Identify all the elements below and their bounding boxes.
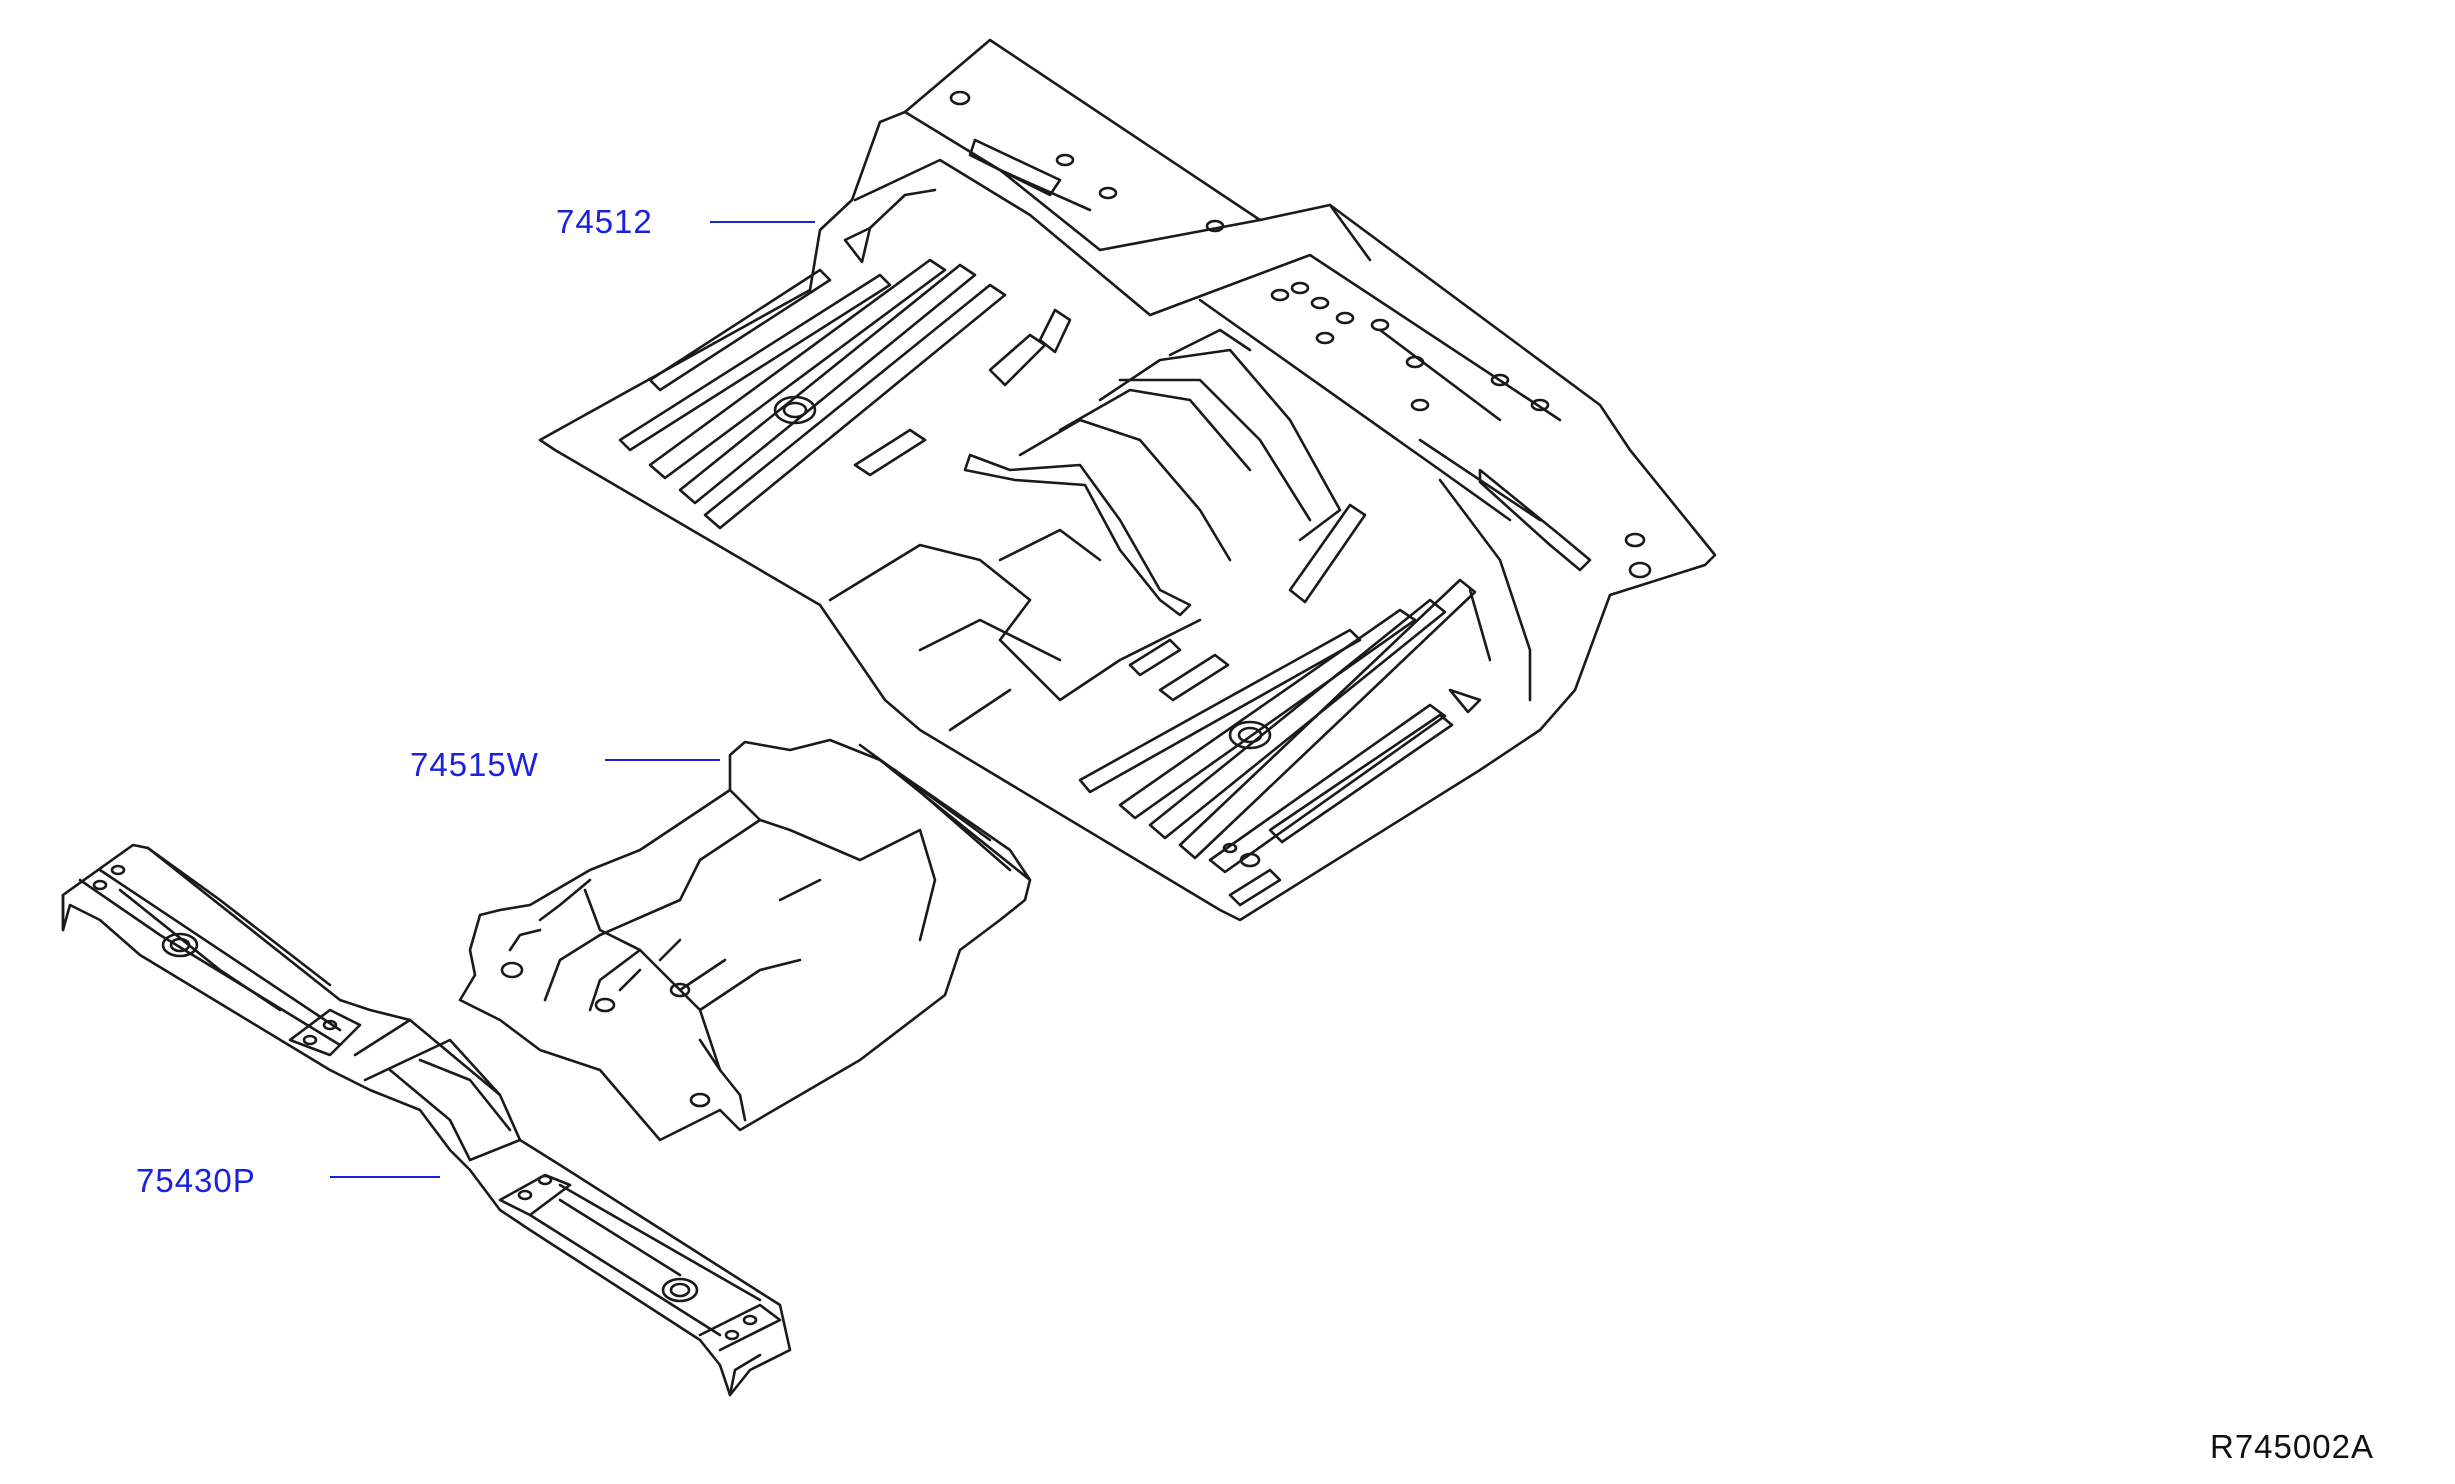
part-number-label-75430p[interactable]: 75430P (136, 1162, 256, 1199)
diagram-reference-code: R745002A (2210, 1428, 2374, 1465)
floor-panel-74512-drawing (538, 38, 1717, 922)
floor-panel-74515w-drawing (458, 738, 1032, 1142)
cross-member-75430p-drawing (61, 843, 792, 1397)
part-number-label-74515w[interactable]: 74515W (410, 746, 539, 783)
part-number-label-74512[interactable]: 74512 (556, 203, 653, 240)
